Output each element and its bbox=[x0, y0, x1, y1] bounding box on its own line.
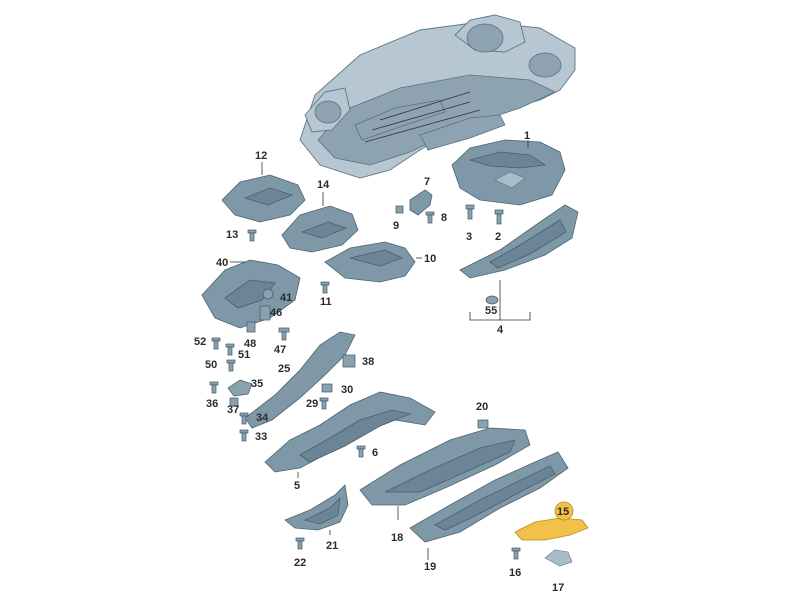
part-10-underbody-panel bbox=[324, 241, 416, 283]
part-12-underbody-panel bbox=[221, 174, 306, 223]
callout-25: 25 bbox=[278, 363, 290, 375]
callout-15-highlight-badge bbox=[554, 501, 574, 521]
screw-16 bbox=[511, 547, 521, 560]
callout-6: 6 bbox=[372, 447, 378, 459]
callout-3: 3 bbox=[466, 231, 472, 243]
part-4-right-underbody-panel bbox=[459, 204, 579, 279]
callout-29: 29 bbox=[306, 398, 318, 410]
callout-18: 18 bbox=[391, 532, 403, 544]
bracket-35 bbox=[227, 379, 253, 397]
part-7-bracket bbox=[409, 189, 433, 216]
screw-6 bbox=[356, 445, 366, 458]
clip-37 bbox=[229, 397, 239, 407]
car-underbody-illustration bbox=[299, 14, 576, 179]
callout-7: 7 bbox=[424, 176, 430, 188]
screw-33 bbox=[239, 429, 249, 442]
part-14-underbody-panel bbox=[281, 205, 359, 253]
part-25-tunnel-shield bbox=[244, 331, 356, 429]
callout-30: 30 bbox=[341, 384, 353, 396]
screw-36 bbox=[209, 381, 219, 394]
clip-41 bbox=[262, 288, 274, 300]
callout-4: 4 bbox=[497, 324, 504, 336]
part-40-wheelhouse-liner bbox=[201, 259, 301, 329]
screw-50 bbox=[226, 359, 236, 372]
callout-11: 11 bbox=[320, 296, 332, 308]
callout-47: 47 bbox=[274, 344, 286, 356]
callout-20: 20 bbox=[476, 401, 488, 413]
callout-34: 34 bbox=[256, 412, 269, 424]
screw-22 bbox=[295, 537, 305, 550]
callout-5: 5 bbox=[294, 480, 300, 492]
nut-9 bbox=[395, 205, 404, 214]
clip-55 bbox=[485, 295, 499, 305]
bracket-46 bbox=[259, 305, 271, 321]
callout-33: 33 bbox=[255, 431, 267, 443]
screw-3 bbox=[465, 204, 475, 220]
callout-14: 14 bbox=[317, 179, 330, 191]
screw-47 bbox=[278, 327, 290, 341]
callout-35: 35 bbox=[251, 378, 263, 390]
callout-21: 21 bbox=[326, 540, 338, 552]
clip-30 bbox=[321, 383, 333, 393]
callout-37: 37 bbox=[227, 404, 239, 416]
screw-13 bbox=[247, 229, 257, 242]
callout-51: 51 bbox=[238, 349, 250, 361]
callout-40: 40 bbox=[216, 257, 228, 269]
callout-13: 13 bbox=[226, 229, 238, 241]
part-5-side-underbody-panel bbox=[264, 391, 436, 473]
callout-41: 41 bbox=[280, 292, 292, 304]
callout-17: 17 bbox=[552, 582, 564, 594]
screw-52 bbox=[211, 337, 221, 350]
clip-38 bbox=[342, 354, 356, 368]
part-18-underbody-panel bbox=[359, 427, 531, 506]
callout-52: 52 bbox=[194, 336, 206, 348]
screw-51 bbox=[225, 343, 235, 356]
callout-48: 48 bbox=[244, 338, 256, 350]
clip-20 bbox=[477, 419, 489, 429]
part-1-engine-undertray bbox=[451, 139, 566, 206]
callout-19: 19 bbox=[424, 561, 436, 573]
callout-15: 15 bbox=[557, 506, 569, 518]
callout-36: 36 bbox=[206, 398, 218, 410]
callout-10: 10 bbox=[424, 253, 436, 265]
screw-2 bbox=[494, 209, 504, 225]
screw-11 bbox=[320, 281, 330, 294]
callout-8: 8 bbox=[441, 212, 447, 224]
clip-48 bbox=[246, 321, 256, 333]
callout-12: 12 bbox=[255, 150, 267, 162]
callout-16: 16 bbox=[509, 567, 521, 579]
screw-34 bbox=[239, 412, 249, 425]
part-19-underbody-panel bbox=[409, 451, 569, 543]
callout-22: 22 bbox=[294, 557, 306, 569]
callout-50: 50 bbox=[205, 359, 217, 371]
callout-2: 2 bbox=[495, 231, 501, 243]
cover-17 bbox=[544, 549, 573, 567]
part-15-highlighted-cover bbox=[514, 517, 589, 541]
screw-29 bbox=[319, 397, 329, 410]
screw-8 bbox=[425, 211, 435, 224]
callout-38: 38 bbox=[362, 356, 374, 368]
callout-55: 55 bbox=[485, 305, 497, 317]
callout-9: 9 bbox=[393, 220, 399, 232]
callout-46: 46 bbox=[270, 307, 282, 319]
callout-1: 1 bbox=[524, 130, 530, 142]
part-21-shield bbox=[284, 484, 349, 531]
